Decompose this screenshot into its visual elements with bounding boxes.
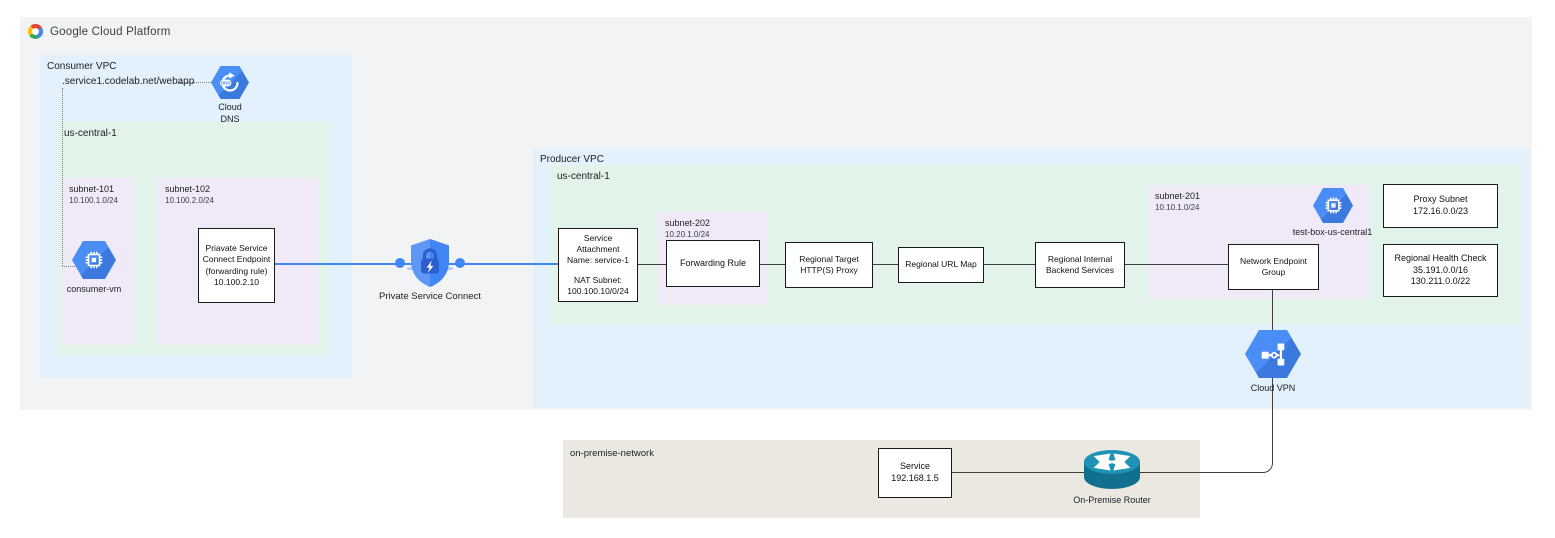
service-attachment-node: Service Attachment Name: service-1 NAT S… — [558, 228, 638, 302]
private-service-connect-icon — [395, 239, 465, 287]
regional-url-map-node: Regional URL Map — [898, 247, 984, 283]
gcp-cloud-logo-icon — [28, 24, 43, 39]
dns-dotted-connector — [179, 82, 211, 83]
regional-health-check-node: Regional Health Check 35.191.0.0/16 130.… — [1383, 244, 1498, 297]
link-proxy-urlmap — [873, 264, 898, 265]
forwarding-rule-node: Forwarding Rule — [666, 240, 760, 287]
subnet-101-label: subnet-101 — [69, 184, 115, 194]
subnet-201-label: subnet-201 — [1155, 191, 1201, 201]
dns-glyph-icon: DNS — [220, 71, 239, 92]
cloud-vpn-label: Cloud VPN — [1250, 383, 1296, 393]
link-service-router — [952, 472, 1142, 473]
subnet-102-label: subnet-102 — [165, 184, 211, 194]
psc-endpoint-node: Priavate Service Connect Endpoint (forwa… — [198, 228, 275, 303]
on-premise-router-label: On-Premise Router — [1073, 495, 1151, 505]
cloud-dns-label: Cloud DNS — [218, 102, 242, 124]
subnet-102-cidr: 10.100.2.0/24 — [165, 196, 214, 205]
subnet-201-cidr: 10.10.1.0/24 — [1155, 203, 1200, 212]
compute-chip-icon — [85, 251, 103, 269]
regional-backend-services-node: Regional Internal Backend Services — [1035, 242, 1125, 288]
subnet-101-cidr: 10.100.1.0/24 — [69, 196, 118, 205]
proxy-subnet-node: Proxy Subnet 172.16.0.0/23 — [1383, 184, 1498, 228]
link-attachment-forwarding — [638, 264, 666, 265]
onprem-service-node: Service 192.168.1.5 — [878, 448, 952, 498]
link-forwarding-proxy — [760, 264, 785, 265]
link-urlmap-backend — [984, 264, 1035, 265]
link-vpn-router-corner — [1140, 402, 1273, 473]
compute-chip-icon — [1325, 197, 1341, 214]
cloud-vpn-icon — [1245, 330, 1301, 378]
dns-record-dotted-vertical — [62, 88, 63, 266]
gcp-brand-label: Google Cloud Platform — [50, 25, 171, 38]
link-backend-neg — [1125, 264, 1228, 265]
producer-region-label: us-central-1 — [557, 171, 610, 182]
consumer-vm-dotted-connector — [62, 266, 79, 267]
producer-vpc-label: Producer VPC — [540, 154, 604, 165]
vpn-glyph-icon — [1261, 342, 1284, 366]
test-box-label: test-box-us-central1 — [1292, 227, 1373, 237]
consumer-region-label: us-central-1 — [64, 128, 117, 139]
gcp-brand: Google Cloud Platform — [28, 24, 171, 39]
on-premise-network-label: on-premise-network — [570, 448, 654, 459]
subnet-202-cidr: 10.20.1.0/24 — [665, 230, 710, 239]
subnet-202-label: subnet-202 — [665, 218, 711, 228]
private-service-connect-label: Private Service Connect — [379, 291, 481, 302]
regional-target-proxy-node: Regional Target HTTP(S) Proxy — [785, 242, 873, 288]
network-endpoint-group-node: Network Endpoint Group — [1228, 244, 1319, 290]
dns-record-text: .service1.codelab.net/webapp — [62, 76, 195, 87]
svg-text:DNS: DNS — [221, 80, 231, 85]
consumer-vpc-label: Consumer VPC — [47, 61, 117, 72]
on-premise-router-icon — [1084, 450, 1140, 489]
consumer-vm-label: consumer-vm — [66, 284, 122, 294]
